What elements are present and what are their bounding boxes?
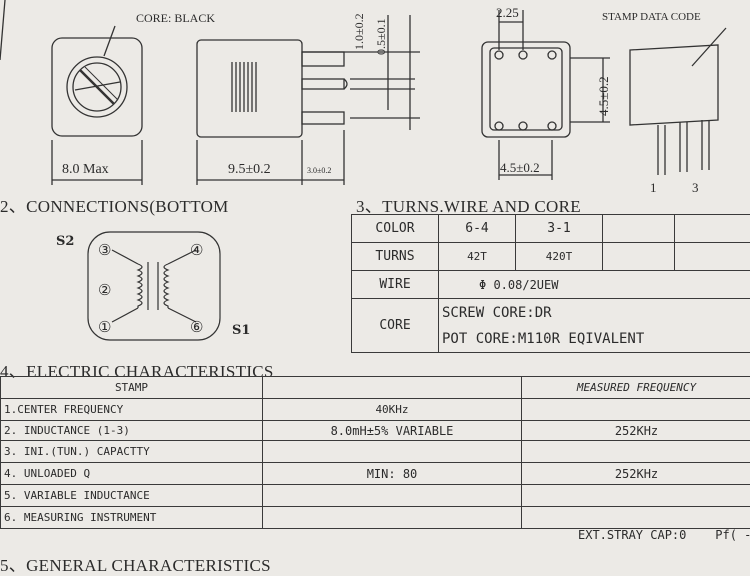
- measured-header: MEASURED FREQUENCY: [522, 377, 750, 399]
- core-pot: POT CORE:M110R EQIVALENT: [442, 326, 747, 352]
- dim-pin-top: 1.0±0.2: [352, 13, 367, 50]
- row-value: [263, 441, 522, 463]
- color-empty-2: [675, 215, 750, 243]
- row-measured: 252KHz: [522, 463, 750, 485]
- turns-6-4: 42T: [439, 243, 516, 271]
- wire-value: Φ 0.08/2UEW: [439, 271, 750, 299]
- row-value: 40KHz: [263, 399, 522, 421]
- row-measured: [522, 399, 750, 421]
- row-label: 2. INDUCTANCE (1-3): [1, 421, 263, 441]
- row-label: 4. UNLOADED Q: [1, 463, 263, 485]
- row-label: 5. VARIABLE INDUCTANCE: [1, 485, 263, 507]
- pin-3-marker: ③: [98, 241, 111, 259]
- color-header: COLOR: [352, 215, 439, 243]
- pin-3-label: 3: [692, 180, 699, 196]
- dim-pin-diameter: 0.5±0.1: [374, 18, 389, 55]
- row-value: [263, 507, 522, 529]
- s1-label: S1: [232, 323, 250, 338]
- dim-width: 8.0 Max: [62, 162, 109, 178]
- core-color-label: CORE: BLACK: [136, 11, 215, 26]
- row-label: 6. MEASURING INSTRUMENT: [1, 507, 263, 529]
- row-value: 8.0mH±5% VARIABLE: [263, 421, 522, 441]
- row-label: 1.CENTER FREQUENCY: [1, 399, 263, 421]
- electric-table: STAMP MEASURED FREQUENCY 1.CENTER FREQUE…: [0, 376, 750, 529]
- turns-empty-2: [675, 243, 750, 271]
- stamp-data-code-label: STAMP DATA CODE: [602, 11, 701, 23]
- color-3-1: 3-1: [516, 215, 603, 243]
- core-values: SCREW CORE:DR POT CORE:M110R EQIVALENT: [439, 299, 750, 353]
- turns-3-1: 420T: [516, 243, 603, 271]
- pin-1-marker: ①: [98, 318, 111, 336]
- dim-pitch-top: 2.25: [496, 5, 519, 21]
- pin-4-marker: ④: [190, 241, 203, 259]
- dim-pitch-bottom: 4.5±0.2: [500, 160, 540, 176]
- dim-height: 4.5±0.2: [596, 76, 612, 116]
- row-label: 3. INI.(TUN.) CAPACTTY: [1, 441, 263, 463]
- row-measured: [522, 441, 750, 463]
- row-measured: [522, 485, 750, 507]
- row-measured: 252KHz: [522, 421, 750, 441]
- turns-empty-1: [603, 243, 675, 271]
- dim-length: 9.5±0.2: [228, 162, 271, 178]
- turns-table: COLOR 6-4 3-1 TURNS 42T 420T WIRE Φ 0.08…: [351, 214, 750, 353]
- pin-1-label: 1: [650, 180, 657, 196]
- row-value: [263, 485, 522, 507]
- connections-title: 2、CONNECTIONS(BOTTOM: [0, 192, 229, 217]
- pin-6-marker: ⑥: [190, 318, 203, 336]
- color-6-4: 6-4: [439, 215, 516, 243]
- pin-2-marker: ②: [98, 281, 111, 299]
- color-empty-1: [603, 215, 675, 243]
- stray-cap-note: EXT.STRAY CAP:0 Pf( -: [578, 528, 750, 542]
- wire-header: WIRE: [352, 271, 439, 299]
- dim-pin-length: 3.0±0.2: [307, 166, 331, 175]
- general-title: 5、GENERAL CHARACTERISTICS: [0, 551, 271, 576]
- core-header: CORE: [352, 299, 439, 353]
- s2-label: S2: [56, 234, 74, 249]
- stamp-empty: [263, 377, 522, 399]
- row-measured: [522, 507, 750, 529]
- row-value: MIN: 80: [263, 463, 522, 485]
- stamp-header: STAMP: [1, 377, 263, 399]
- core-screw: SCREW CORE:DR: [442, 300, 747, 326]
- turns-header: TURNS: [352, 243, 439, 271]
